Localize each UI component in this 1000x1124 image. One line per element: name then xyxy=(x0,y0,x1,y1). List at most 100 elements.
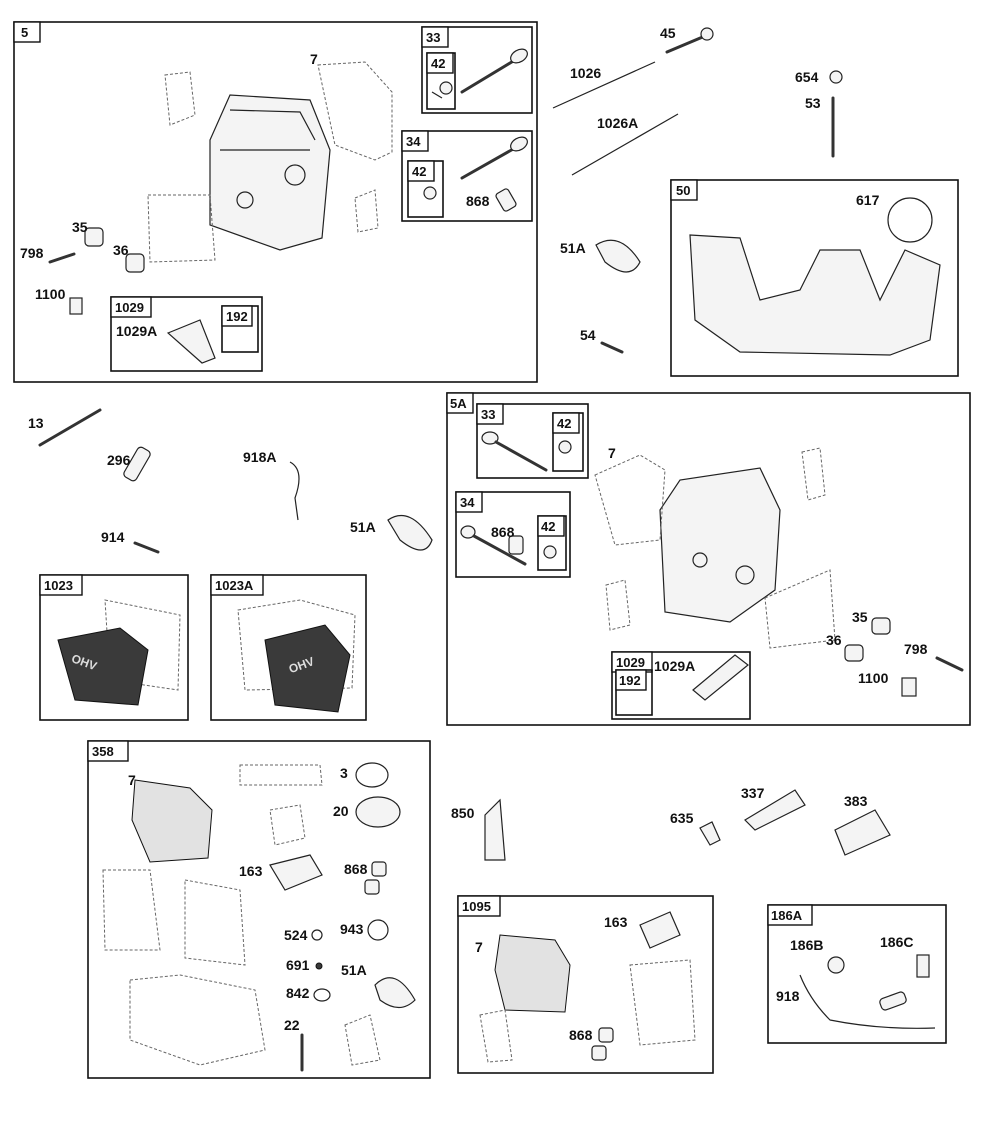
label-163-a: 163 xyxy=(239,863,263,879)
label-36-a: 36 xyxy=(113,242,129,258)
valve-cover-gasket-b-icon xyxy=(764,569,836,649)
nut-654-icon xyxy=(829,70,843,84)
seal-20-icon xyxy=(355,796,401,828)
screw-914-icon xyxy=(133,541,160,554)
seal-42c-icon xyxy=(558,440,572,454)
label-868-a: 868 xyxy=(466,193,490,209)
group-frame-34-b xyxy=(455,491,571,578)
label-7-c: 7 xyxy=(128,772,136,788)
gasket-51A-c-icon xyxy=(374,977,416,1009)
head-gasket-7-c-icon xyxy=(131,779,213,863)
group-tag-42-d xyxy=(537,515,565,537)
label-1026: 1026 xyxy=(570,65,601,81)
rocker-arm-1029A-b-icon xyxy=(692,654,749,701)
label-524: 524 xyxy=(284,927,308,943)
label-296: 296 xyxy=(107,452,131,468)
group-tag-42-top-text: 42 xyxy=(431,56,445,71)
crankcase-gasket-icon xyxy=(129,974,266,1066)
intake-gasket-icon xyxy=(164,71,196,126)
coil-383-icon xyxy=(834,809,891,856)
gasket-1095-b-icon xyxy=(629,959,696,1046)
sealant-tube-850-icon xyxy=(484,798,506,861)
group-tag-42-c-text: 42 xyxy=(557,416,571,431)
spark-plug-337-icon xyxy=(744,789,806,831)
group-frame-5 xyxy=(13,21,538,383)
clip-1100-b-icon xyxy=(901,677,917,697)
group-tag-1023-text: 1023 xyxy=(44,578,73,593)
head-gasket-7-b-icon xyxy=(594,454,666,546)
label-36-b: 36 xyxy=(826,632,842,648)
valve-34-icon xyxy=(460,136,528,180)
label-842: 842 xyxy=(286,985,310,1001)
cylinder-head-5A-icon xyxy=(659,467,781,623)
gasket-617-icon xyxy=(887,197,933,243)
group-tag-5A-text: 5A xyxy=(450,396,467,411)
label-798-a: 798 xyxy=(20,245,44,261)
gasket-358-a-icon xyxy=(269,804,306,846)
head-gasket-7-outline-icon xyxy=(317,61,393,161)
label-7-b: 7 xyxy=(608,445,616,461)
group-tag-1095 xyxy=(457,895,501,917)
group-tag-5A xyxy=(446,392,474,414)
group-tag-33-b xyxy=(476,403,504,425)
label-1029A-a: 1029A xyxy=(116,323,157,339)
gasket-strip-358-icon xyxy=(239,764,323,786)
valve-33-icon xyxy=(460,48,528,94)
hose-918-icon xyxy=(799,974,936,1029)
label-868-b: 868 xyxy=(491,524,515,540)
seal-3-icon xyxy=(355,762,389,788)
cover-gasket-1023A-icon xyxy=(237,599,356,691)
screw-54-icon xyxy=(600,341,624,354)
group-tag-1023A-text: 1023A xyxy=(215,578,254,593)
group-tag-50 xyxy=(670,179,698,201)
group-tag-42-d-text: 42 xyxy=(541,519,555,534)
guide-868-c2-icon xyxy=(364,879,380,895)
gasket-163-b-icon xyxy=(639,911,681,949)
group-frame-50 xyxy=(670,179,959,377)
label-918: 918 xyxy=(776,988,800,1004)
valve-guide-868-icon xyxy=(495,188,517,212)
group-tag-42-b-text: 42 xyxy=(412,164,426,179)
label-918A: 918A xyxy=(243,449,276,465)
tube-918A-icon xyxy=(289,461,300,521)
group-tag-34-top-text: 34 xyxy=(406,134,421,149)
label-13: 13 xyxy=(28,415,44,431)
valve-cover-1023A-icon xyxy=(264,624,351,713)
group-tag-186A-text: 186A xyxy=(771,908,803,923)
gasket-358-b-icon xyxy=(102,869,161,951)
oring-691-icon xyxy=(315,962,323,970)
group-tag-5 xyxy=(13,21,41,43)
valve-cover-gasket-icon xyxy=(147,194,216,263)
group-frame-1023 xyxy=(39,574,189,721)
label-35-b: 35 xyxy=(852,609,868,625)
label-850: 850 xyxy=(451,805,475,821)
group-tag-1095-text: 1095 xyxy=(462,899,491,914)
spring-36-b-icon xyxy=(844,644,864,662)
pushrod-45-icon xyxy=(665,27,714,54)
oring-943-icon xyxy=(367,919,389,941)
group-tag-186A xyxy=(767,904,813,926)
intake-gasket-b-icon xyxy=(801,447,826,501)
group-frame-186A xyxy=(767,904,947,1044)
group-tag-1023 xyxy=(39,574,83,596)
group-tag-34-b-text: 34 xyxy=(460,495,475,510)
label-617: 617 xyxy=(856,192,880,208)
guide-868-d2-icon xyxy=(591,1045,607,1061)
guide-868-d1-icon xyxy=(598,1027,614,1043)
group-tag-192-top-text: 192 xyxy=(226,309,248,324)
guide-868-c1-icon xyxy=(371,861,387,877)
valve-34-b-icon xyxy=(460,525,527,566)
spring-35-b-icon xyxy=(871,617,891,635)
gasket-1095-a-icon xyxy=(479,1009,513,1063)
label-691: 691 xyxy=(286,957,310,973)
group-tag-358-text: 358 xyxy=(92,744,114,759)
group-frame-358 xyxy=(87,740,431,1079)
oring-524-icon xyxy=(311,929,323,941)
seal-42d-icon xyxy=(543,545,557,559)
group-tag-192-top xyxy=(221,305,253,327)
valve-cover-1023-icon xyxy=(57,627,149,706)
stud-296-icon xyxy=(123,446,151,482)
group-tag-33-top-text: 33 xyxy=(426,30,440,45)
label-1029A-b: 1029A xyxy=(654,658,695,674)
